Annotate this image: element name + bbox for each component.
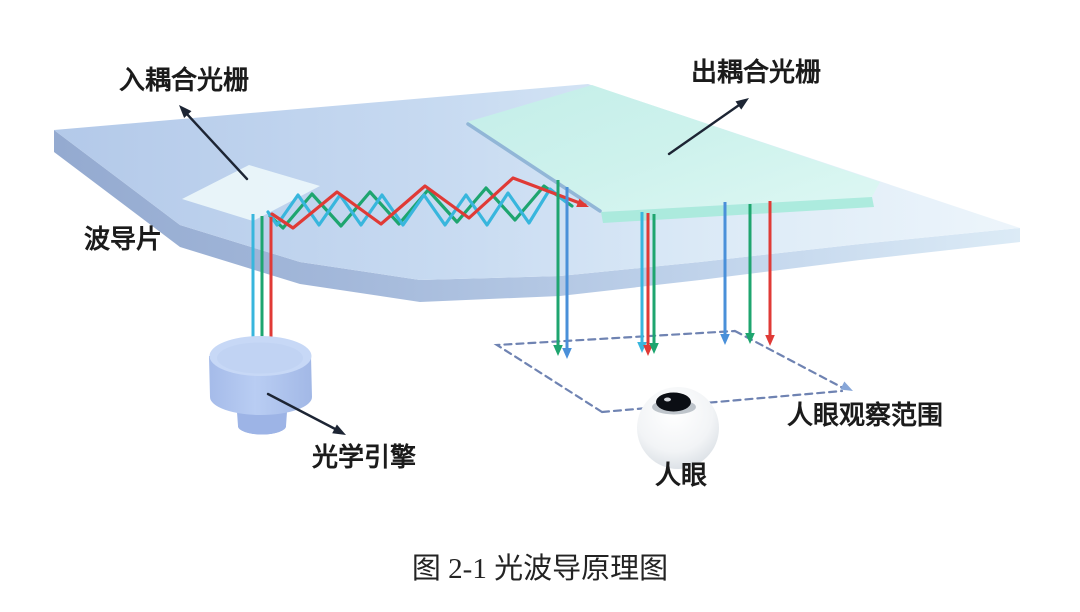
label-eye-box: 人眼观察范围 (787, 400, 944, 430)
label-waveguide: 波导片 (84, 224, 163, 254)
output-ray-group-3 (720, 201, 775, 346)
output-ray-group-1 (553, 180, 572, 359)
output-ray-green4-arrowhead (745, 333, 755, 344)
label-input-grating: 入耦合光栅 (119, 65, 250, 95)
output-ray-green2-arrowhead (649, 343, 659, 354)
output-grating-front-edge (601, 197, 874, 223)
output-ray-red-arrowhead (643, 345, 653, 356)
zigzag-ray-green (268, 184, 574, 230)
zigzag-ray-cyan (266, 187, 568, 227)
input-grating-patch (182, 165, 320, 221)
optical-engine-callout-arrowhead (332, 424, 346, 435)
output-grating-callout-line (667, 101, 744, 156)
optical-engine (209, 336, 312, 435)
output-grating-surface (467, 85, 880, 212)
output-grating-border-line (466, 122, 602, 213)
waveguide-slab-side-face (54, 130, 1020, 302)
output-ray-green-arrowhead (553, 345, 563, 356)
pupil-glint (664, 397, 671, 402)
zigzag-ray-red (270, 176, 587, 230)
input-grating-callout-arrowhead (179, 105, 192, 118)
output-grating-callout-arrowhead (735, 98, 749, 110)
human-eye (637, 387, 719, 469)
optical-engine-callout-line (266, 392, 341, 433)
zigzag-ray-red-arrowhead (576, 198, 589, 207)
output-ray-red5-arrowhead (765, 335, 775, 346)
label-eye: 人眼 (655, 460, 708, 490)
figure-caption: 图 2-1 光波导原理图 (411, 553, 669, 585)
label-output-grating: 出耦合光栅 (691, 57, 822, 87)
pupil (656, 392, 691, 412)
waveguide-slab-top-face (54, 84, 1020, 280)
annotation-arrows (179, 98, 749, 435)
input-grating-callout-line (184, 111, 249, 181)
eye-box-arrowhead (840, 381, 853, 391)
engine-top-inner-shade (217, 342, 303, 374)
label-optical-engine: 光学引擎 (312, 442, 417, 472)
output-ray-blue3-arrowhead (720, 334, 730, 345)
output-ray-blue-arrowhead (562, 348, 572, 359)
output-ray-cyan-arrowhead (637, 342, 647, 353)
output-ray-group-2 (637, 212, 659, 356)
